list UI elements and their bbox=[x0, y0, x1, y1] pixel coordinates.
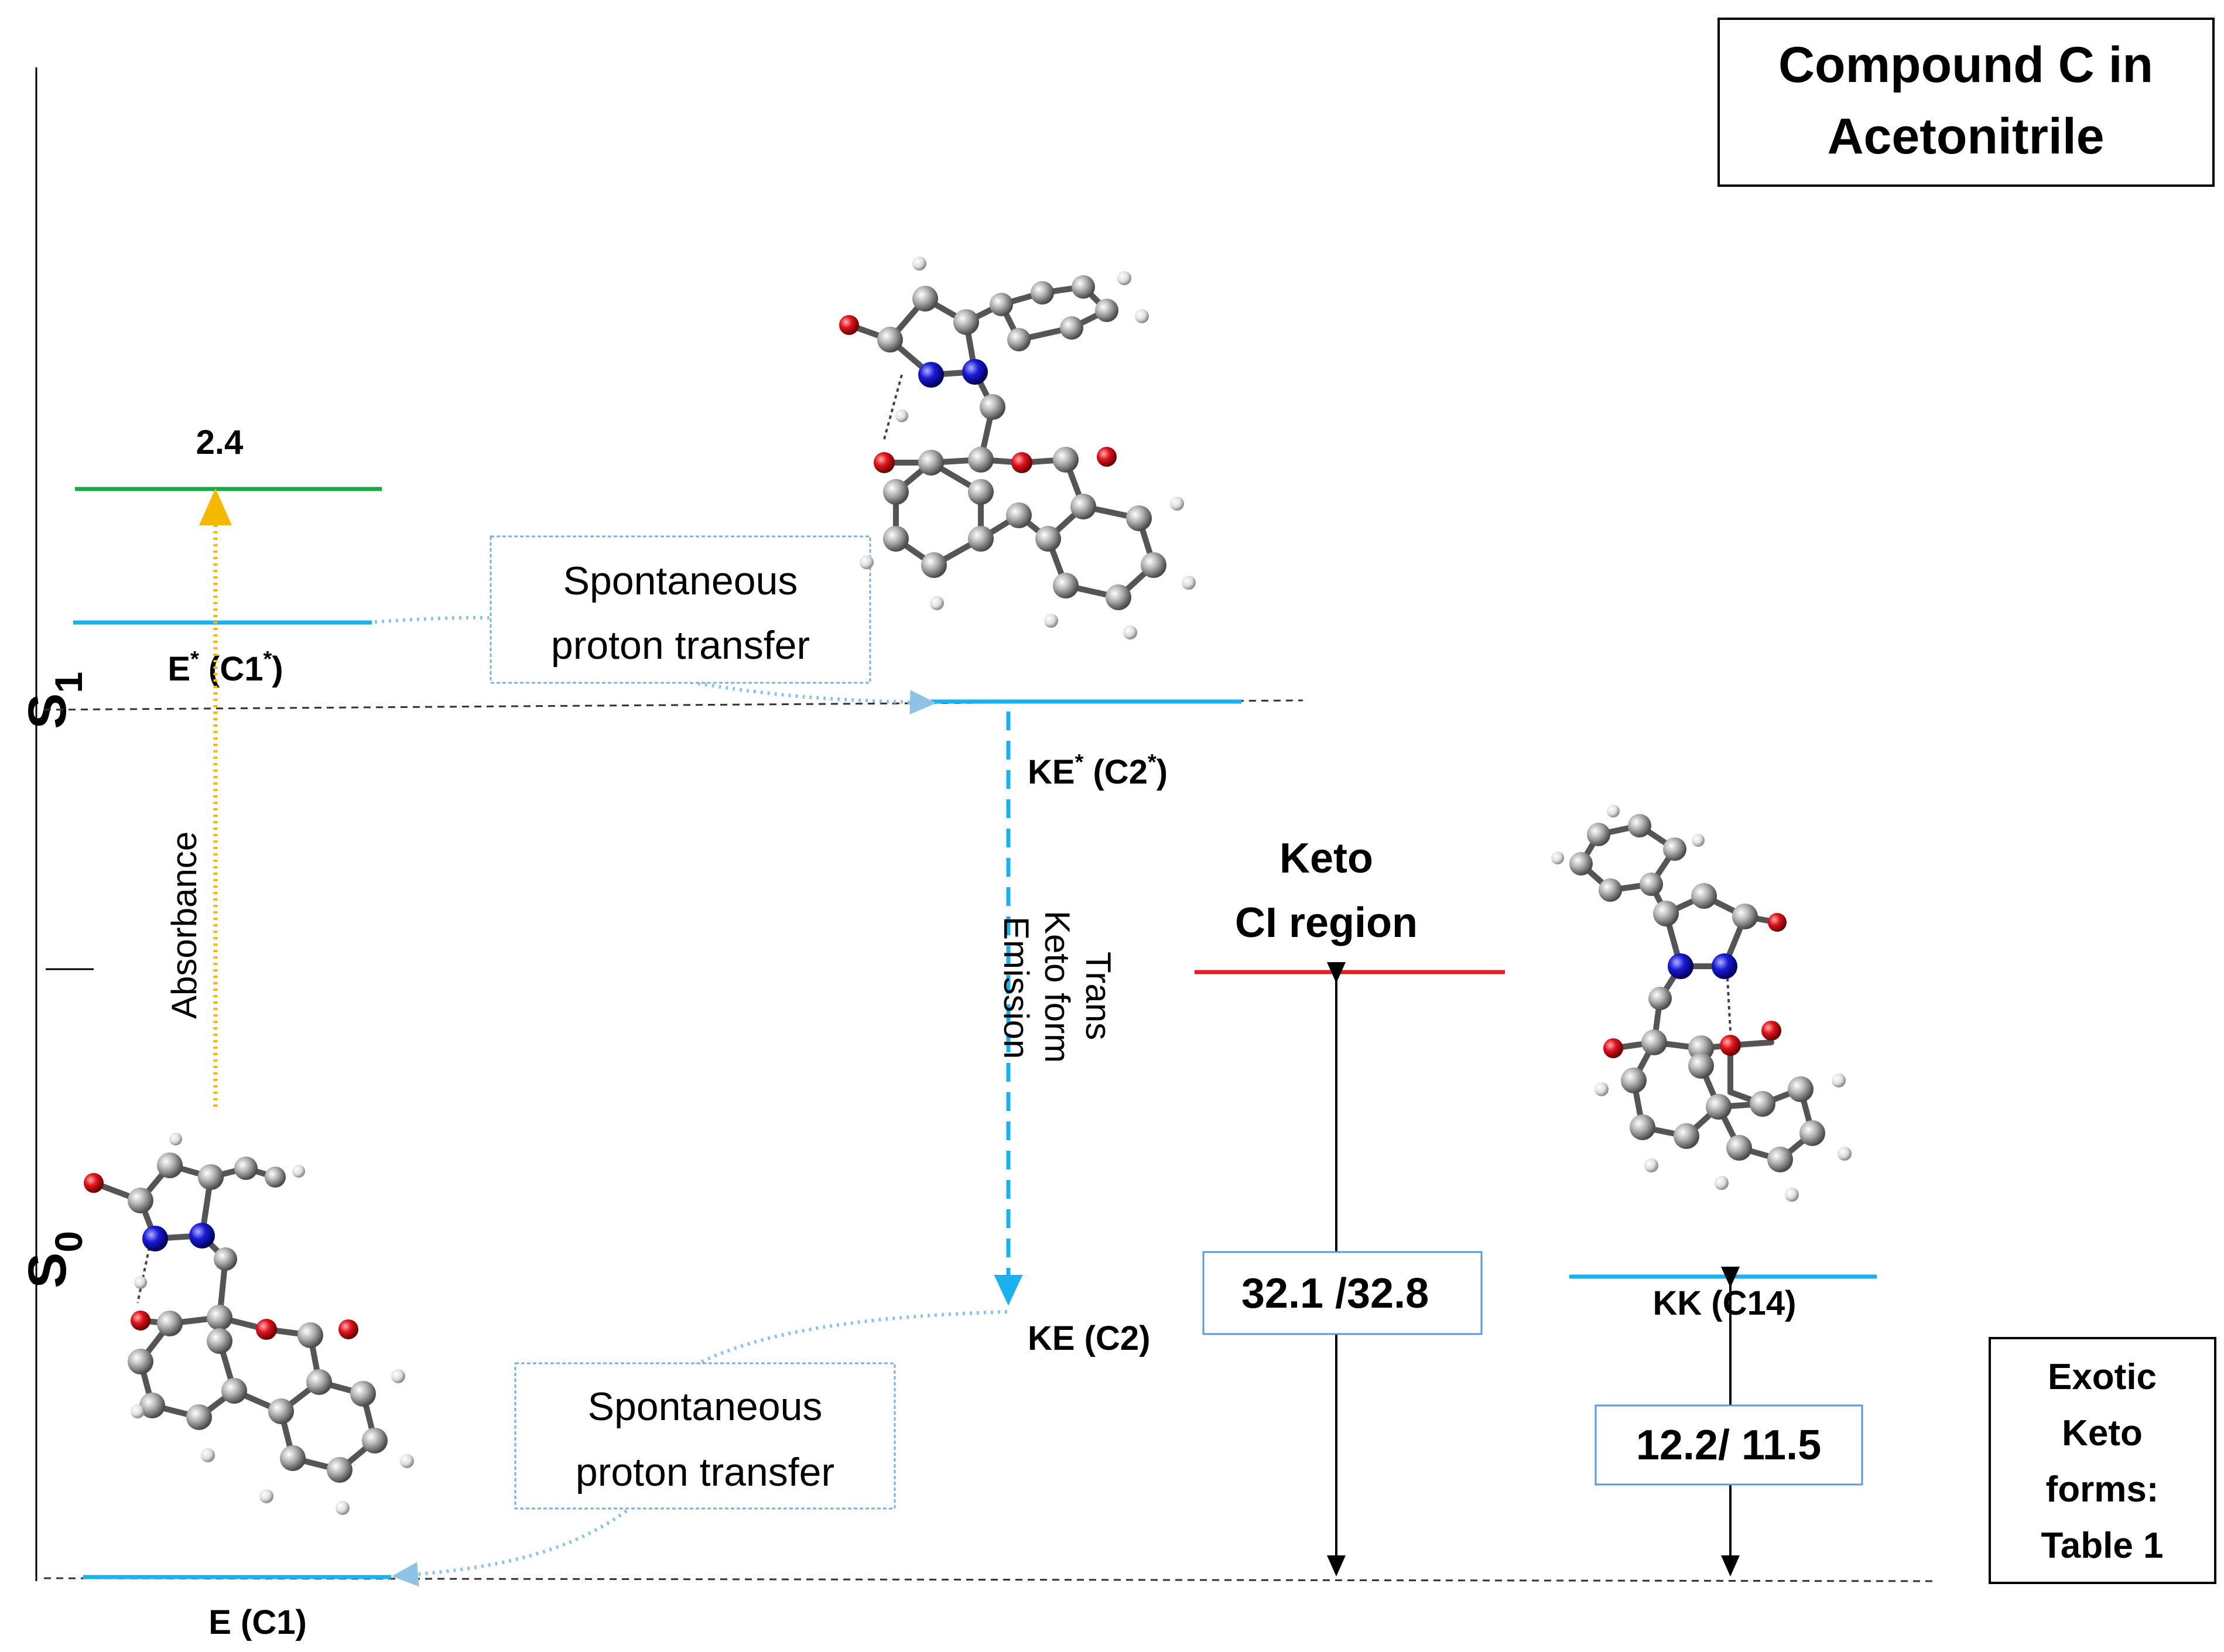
molecule-ke-star bbox=[839, 256, 1196, 639]
spt-bottom-box bbox=[514, 1362, 896, 1510]
ci-energy-box bbox=[1202, 1251, 1483, 1335]
s1-label: S1 bbox=[18, 672, 90, 729]
exotic-line1: Exotic bbox=[2048, 1357, 2157, 1397]
spt-top-line2: proton transfer bbox=[551, 623, 810, 668]
emission-label-keto: Keto form bbox=[1038, 911, 1077, 1063]
kk-energy-value: 12.2/ 11.5 bbox=[1636, 1422, 1821, 1469]
ci-energy-value: 32.1 /32.8 bbox=[1241, 1270, 1429, 1317]
emission-label-trans: Trans bbox=[1079, 952, 1118, 1040]
molecule-kk bbox=[1551, 805, 1852, 1202]
label-kk: KK (C14) bbox=[1653, 1284, 1797, 1322]
spt-top-box bbox=[490, 535, 871, 684]
exotic-keto-box bbox=[1989, 1337, 2216, 1584]
title-line1: Compound C in bbox=[1778, 37, 2153, 93]
label-e-star: E* (C1*) bbox=[167, 647, 283, 688]
molecule-e bbox=[84, 1133, 414, 1515]
ci-region-line2: CI region bbox=[1235, 899, 1418, 946]
label-ke-star: KE* (C2*) bbox=[1028, 750, 1168, 791]
exotic-line2: Keto bbox=[2062, 1413, 2143, 1453]
spt-bottom-line1: Spontaneous bbox=[588, 1384, 823, 1429]
spt-bottom-line2: proton transfer bbox=[576, 1450, 834, 1494]
emission-label-emission: Emission bbox=[997, 916, 1036, 1059]
label-e: E (C1) bbox=[208, 1603, 307, 1641]
kk-energy-box bbox=[1595, 1404, 1863, 1486]
title-line2: Acetonitrile bbox=[1827, 108, 2104, 165]
title-box bbox=[1717, 18, 2215, 187]
ci-region-line1: Keto bbox=[1279, 835, 1373, 882]
label-top-energy: 2.4 bbox=[196, 423, 244, 461]
s0-label: S0 bbox=[18, 1231, 90, 1288]
absorbance-label: Absorbance bbox=[165, 832, 204, 1019]
label-ke: KE (C2) bbox=[1028, 1319, 1150, 1357]
spt-top-line1: Spontaneous bbox=[563, 559, 798, 603]
exotic-line3: forms: bbox=[2046, 1469, 2159, 1510]
exotic-line4: Table 1 bbox=[2041, 1526, 2163, 1566]
